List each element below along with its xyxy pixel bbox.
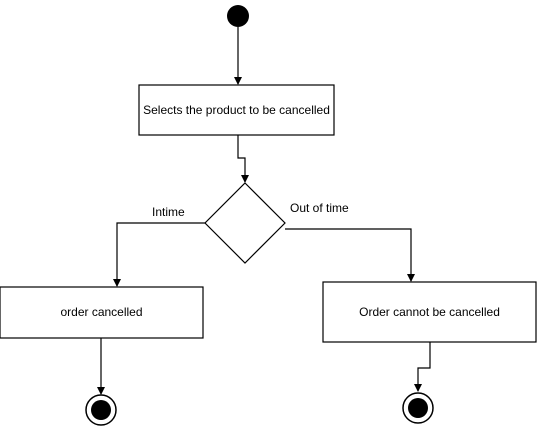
edge-out-of-time — [285, 228, 415, 282]
action-select-product-label: Selects the product to be cancelled — [143, 103, 330, 117]
action-select-product[interactable]: Selects the product to be cancelled — [138, 84, 335, 136]
edge-select-to-decision — [237, 135, 249, 183]
end-node-right[interactable] — [402, 392, 434, 424]
decision-node[interactable] — [204, 182, 286, 264]
action-order-not-cancelled-label: Order cannot be cancelled — [359, 305, 500, 319]
start-node[interactable] — [227, 5, 249, 27]
edge-out-of-time-label: Out of time — [290, 201, 349, 215]
action-order-cancelled[interactable]: order cancelled — [0, 286, 204, 339]
end-node-left[interactable] — [85, 394, 117, 426]
edge-intime — [113, 222, 205, 287]
edge-not-cancelled-to-end — [414, 342, 431, 392]
action-order-not-cancelled[interactable]: Order cannot be cancelled — [322, 281, 537, 343]
action-order-cancelled-label: order cancelled — [60, 305, 142, 319]
edge-intime-label: Intime — [152, 205, 185, 219]
